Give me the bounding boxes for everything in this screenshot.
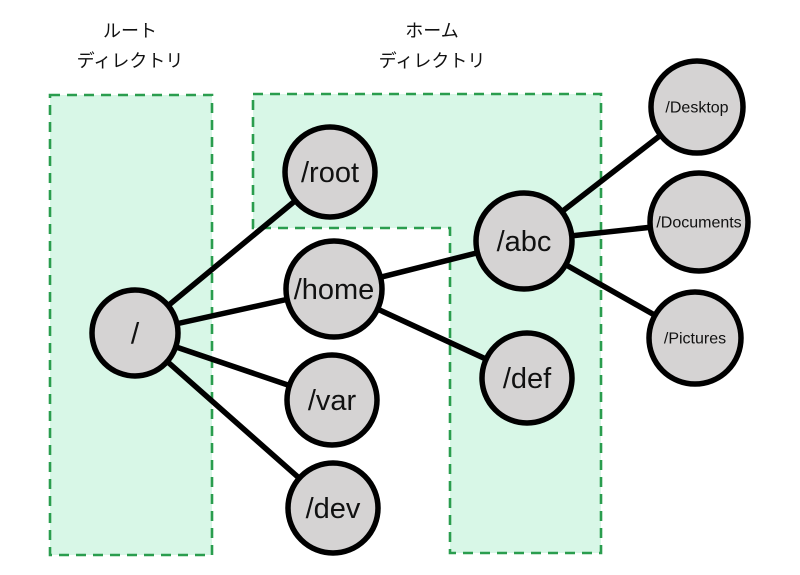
node-abc-label: /abc bbox=[497, 226, 552, 258]
node-pictures-label: /Pictures bbox=[664, 331, 726, 348]
node-desktop: /Desktop bbox=[648, 58, 746, 156]
node-abc-circle bbox=[473, 190, 575, 292]
region-home-directory-title-line1: ホーム bbox=[405, 21, 458, 41]
node-dev-label: /dev bbox=[306, 493, 361, 525]
node-slash: / bbox=[89, 287, 181, 379]
node-dev-circle bbox=[285, 460, 381, 556]
node-home-circle bbox=[283, 238, 385, 340]
region-root-directory-title-line1: ルート bbox=[103, 21, 157, 41]
node-documents: /Documents bbox=[647, 170, 751, 274]
node-home: /home bbox=[283, 238, 385, 340]
node-pictures-circle bbox=[646, 289, 744, 387]
node-desktop-circle bbox=[648, 58, 746, 156]
node-def-circle bbox=[479, 330, 575, 426]
node-desktop-label: /Desktop bbox=[665, 100, 728, 117]
node-home-label: /home bbox=[294, 274, 375, 306]
node-pictures: /Pictures bbox=[646, 289, 744, 387]
node-root: /root bbox=[282, 124, 378, 220]
node-documents-circle bbox=[647, 170, 751, 274]
region-home-directory-title-line2: ディレクトリ bbox=[379, 51, 486, 71]
node-slash-label: / bbox=[131, 318, 140, 351]
node-dev: /dev bbox=[285, 460, 381, 556]
node-abc: /abc bbox=[473, 190, 575, 292]
node-var: /var bbox=[284, 352, 380, 448]
node-var-label: /var bbox=[308, 385, 357, 417]
node-documents-label: /Documents bbox=[656, 215, 741, 232]
region-root-directory-title-line2: ディレクトリ bbox=[77, 51, 184, 71]
node-def-label: /def bbox=[503, 363, 552, 395]
node-def: /def bbox=[479, 330, 575, 426]
node-slash-circle bbox=[89, 287, 181, 379]
node-var-circle bbox=[284, 352, 380, 448]
node-root-label: /root bbox=[301, 157, 359, 189]
node-root-circle bbox=[282, 124, 378, 220]
